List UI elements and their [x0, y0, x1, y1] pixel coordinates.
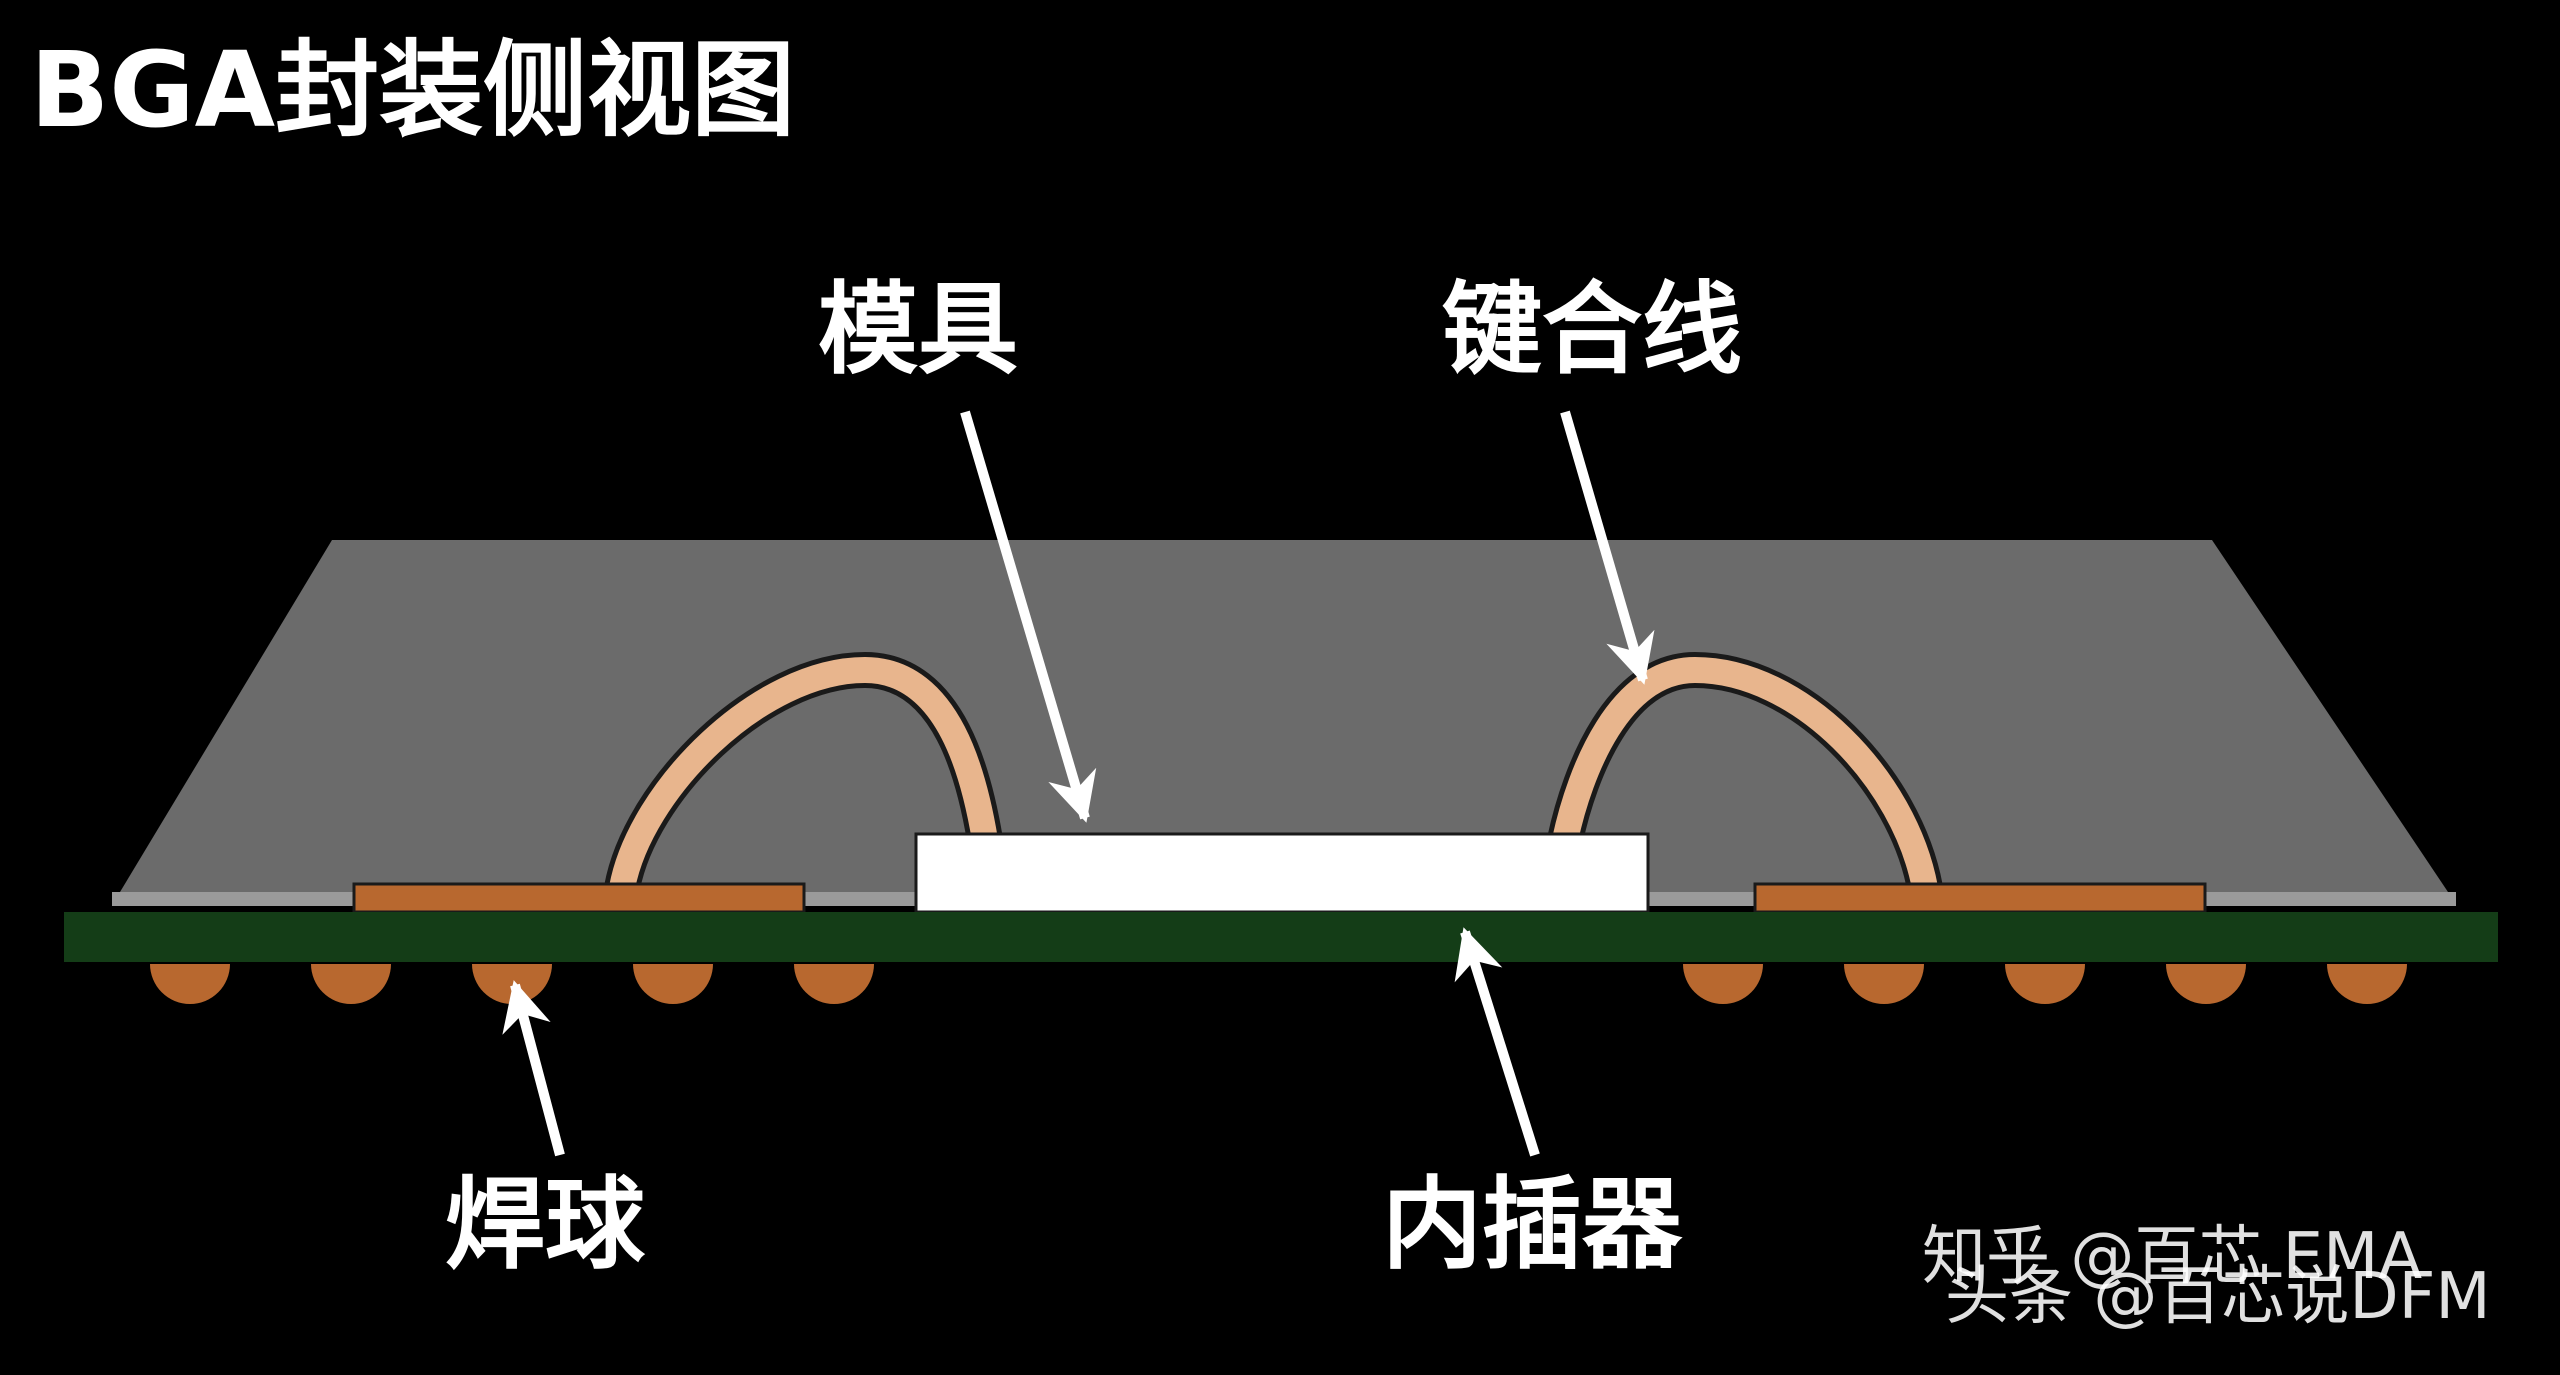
bond-wire-left: [604, 651, 1003, 906]
arrow-solder-ball: [502, 980, 565, 1157]
bond-pad-right: [1753, 882, 2207, 914]
solder-balls: [150, 964, 2407, 1004]
page-title: BGA封装侧视图: [30, 29, 796, 151]
interposer-substrate: [64, 912, 2498, 962]
label-solder-ball: 焊球: [445, 1166, 645, 1283]
solder-ball: [2327, 964, 2407, 1004]
die: [914, 832, 1650, 914]
solder-ball: [311, 964, 391, 1004]
solder-ball: [150, 964, 230, 1004]
solder-ball: [2005, 964, 2085, 1004]
arrow-die: [960, 410, 1097, 823]
solder-ball: [2166, 964, 2246, 1004]
bond-pad-left: [352, 882, 806, 914]
label-die: 模具: [818, 271, 1018, 388]
bond-wire-right: [1547, 651, 1943, 906]
solder-ball: [633, 964, 713, 1004]
label-bond-wire: 键合线: [1442, 271, 1742, 388]
arrow-bond-wire: [1560, 410, 1655, 685]
solder-ball: [794, 964, 874, 1004]
watermark-zhihu: 知乎 @百芯 EMA: [1922, 1220, 2423, 1294]
mold-compound: [120, 540, 2448, 892]
solder-ball: [1844, 964, 1924, 1004]
watermark-toutiao: 头条 @百芯说DFM: [1945, 1260, 2491, 1334]
solder-ball: [1683, 964, 1763, 1004]
solder-ball: [472, 964, 552, 1004]
label-interposer: 内插器: [1382, 1166, 1682, 1283]
arrow-interposer: [1454, 927, 1540, 1157]
